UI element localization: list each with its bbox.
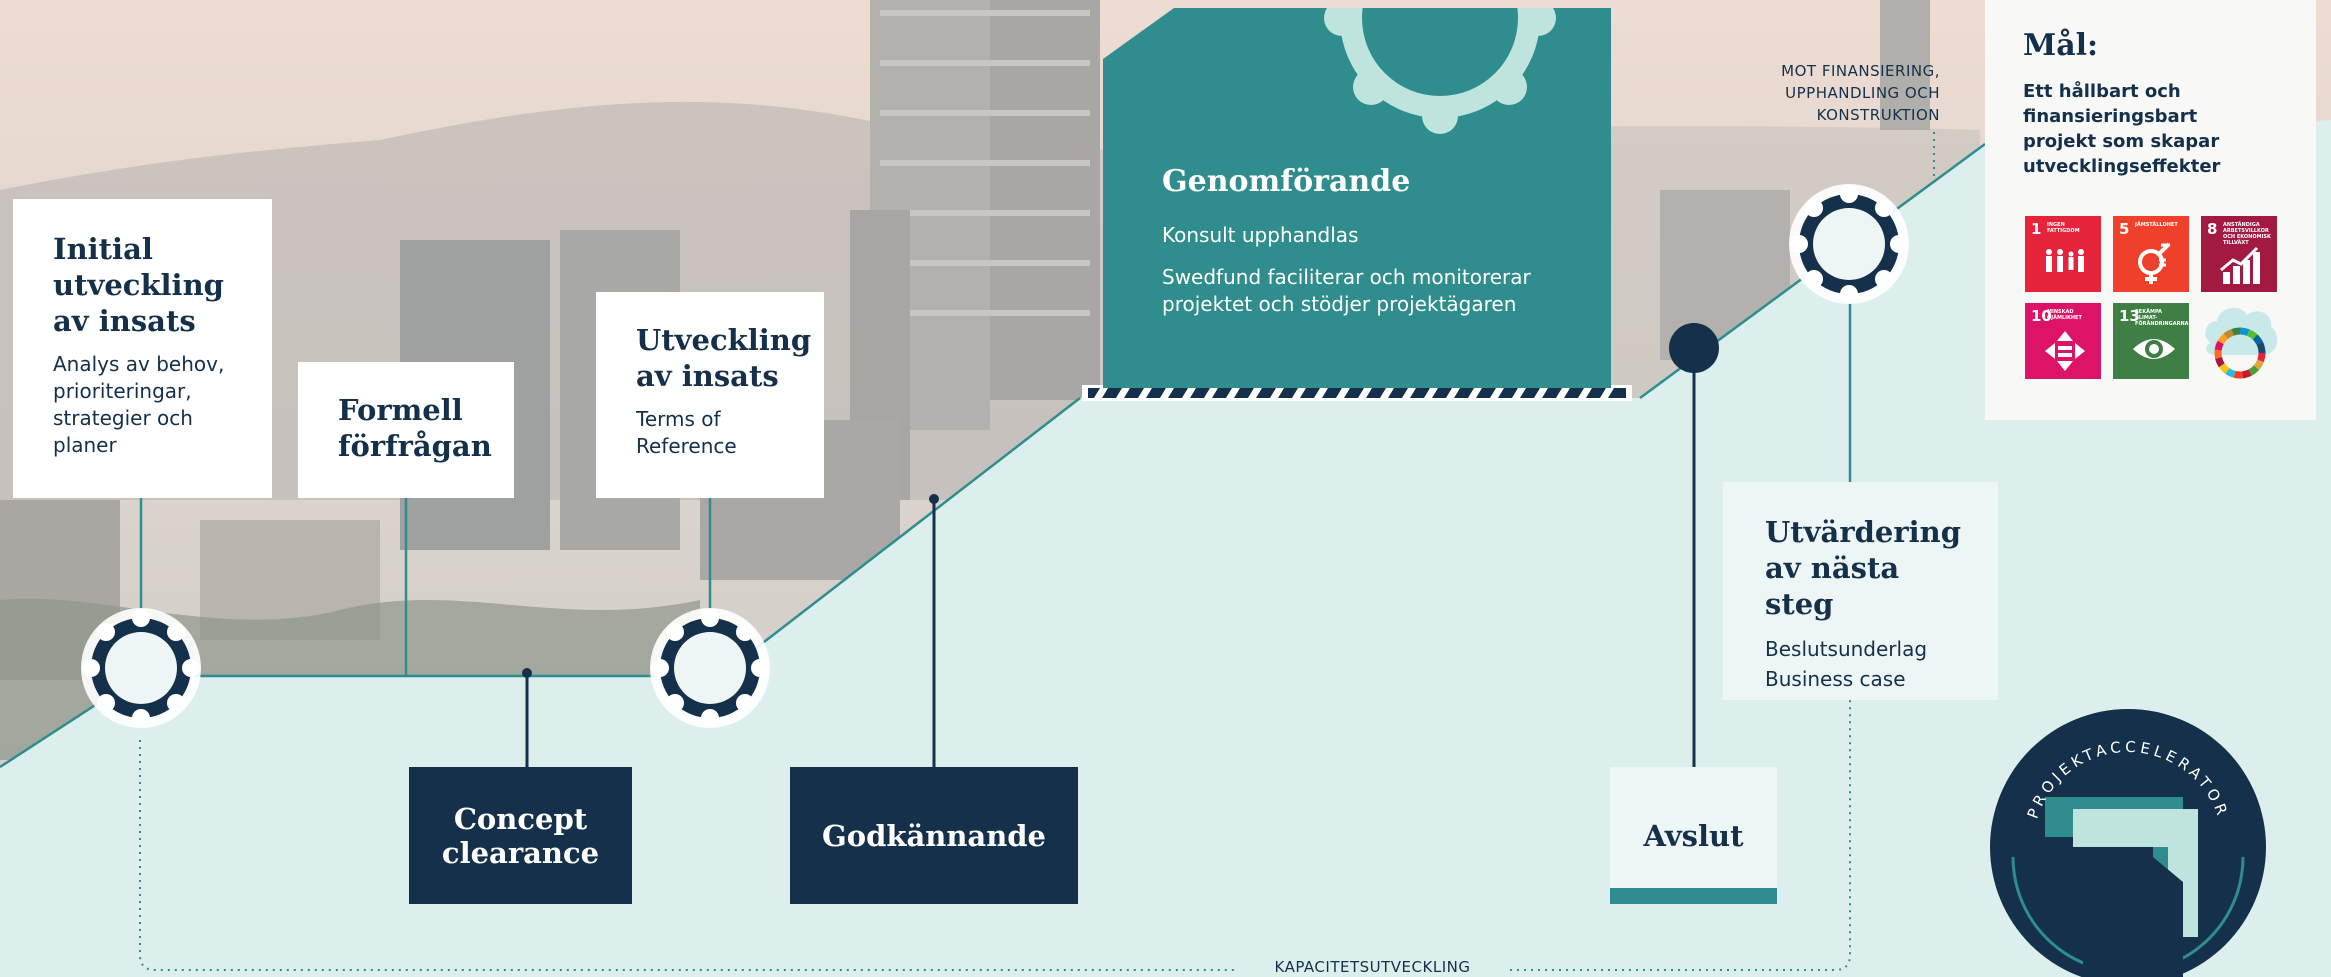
step-description: Analys av behov, prioriteringar, strateg…	[53, 352, 225, 457]
step-card-closing: Avslut	[1610, 767, 1777, 904]
growth-chart-icon	[2220, 246, 2260, 284]
caption-toward-financing: MOT FINANSIERING, UPPHANDLING OCH KONSTR…	[1781, 62, 1940, 124]
step-title: Formell förfrågan	[338, 393, 492, 463]
sdg-tile-1: 1 INGEN FATTIGDOM	[2025, 216, 2101, 292]
gear-icon	[81, 608, 201, 728]
sdg-tile-8: 8 ANSTÄNDIGA ARBETSVILLKOR OCH EKONOMISK…	[2201, 216, 2277, 292]
sdg-number: 13	[2119, 307, 2140, 325]
step-card-formal-request: Formell förfrågan	[298, 362, 514, 498]
step-panel-implementation	[1103, 8, 1611, 388]
sdg-number: 5	[2119, 220, 2130, 238]
sdg-number: 8	[2207, 220, 2218, 238]
sdg-label: MINSKAD OJÄMLIKHET	[2047, 309, 2082, 321]
sdg-label: ANSTÄNDIGA ARBETSVILLKOR OCH EKONOMISK T…	[2223, 222, 2271, 246]
sdg-label: JÄMSTÄLLDHET	[2135, 222, 2178, 228]
gear-icon	[1324, 8, 1556, 134]
sdg-wheel-icon	[2205, 307, 2278, 379]
step-card-initial: Initial utveckling av insats Analys av b…	[13, 199, 272, 498]
gender-equality-icon	[2138, 242, 2171, 284]
step-card-development: Utveckling av insats Terms of Reference	[596, 292, 824, 498]
step-concept-clearance: Concept clearance	[409, 767, 632, 904]
sdg-label: INGEN FATTIGDOM	[2047, 222, 2080, 234]
goal-description: Ett hållbart och finansieringsbart proje…	[2023, 81, 2221, 177]
people-icon	[2046, 249, 2084, 272]
sdg-label: BEKÄMPA KLIMAT-FÖRÄNDRINGARNA	[2135, 309, 2189, 327]
sdg-number: 1	[2031, 220, 2042, 238]
step-description: Terms of Reference	[636, 407, 737, 458]
step-card-evaluation: Utvärdering av nästa steg Beslutsunderla…	[1723, 482, 1998, 700]
step-title-implementation: Genomförande	[1162, 164, 1411, 199]
sdg-tile-10: 10 MINSKAD OJÄMLIKHET	[2025, 303, 2101, 379]
step-title: Avslut	[1643, 818, 1744, 853]
goal-title: Mål:	[2023, 28, 2099, 63]
gear-icon	[650, 608, 770, 728]
step-title: Initial utveckling av insats	[53, 232, 224, 338]
sdg-tile-13: 13 BEKÄMPA KLIMAT-FÖRÄNDRINGARNA	[2113, 303, 2189, 379]
caption-capacity-building: KAPACITETSUTVECKLING	[1240, 958, 1505, 976]
step-description-line: Swedfund faciliterar och monitorerar pro…	[1162, 265, 1531, 316]
step-title: Utveckling av insats	[636, 323, 812, 393]
badge-arrow-icon	[2045, 797, 2198, 977]
gear-icon	[1789, 184, 1909, 304]
sdg-tile-wheel	[2201, 303, 2278, 379]
step-description-line: Konsult upphandlas	[1162, 223, 1359, 247]
step-approval: Godkännande	[790, 767, 1078, 904]
closing-accent-bar	[1610, 888, 1777, 904]
sdg-number: 10	[2031, 307, 2052, 325]
sdg-tile-5: 5 JÄMSTÄLLDHET	[2113, 216, 2189, 292]
step-title: Utvärdering av nästa steg	[1765, 515, 1961, 621]
equality-arrows-icon	[2045, 331, 2085, 371]
eye-earth-icon	[2133, 339, 2175, 359]
step-description: Beslutsunderlag Business case	[1765, 637, 1928, 691]
projektaccelerator-badge: PROJEKTACCELERATOR	[1990, 709, 2266, 977]
